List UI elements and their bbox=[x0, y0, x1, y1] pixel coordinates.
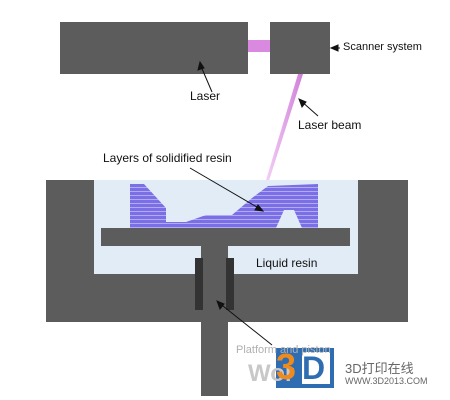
piston-seal-left bbox=[195, 258, 203, 310]
watermark-d: D bbox=[302, 350, 326, 386]
arrow-layers bbox=[254, 204, 265, 212]
platform bbox=[101, 228, 350, 246]
liquid-resin-label: Liquid resin bbox=[256, 256, 318, 270]
piston bbox=[201, 246, 228, 396]
layers-label: Layers of solidified resin bbox=[103, 151, 232, 165]
watermark-wor: Wor bbox=[248, 360, 295, 387]
laser-beam bbox=[263, 74, 303, 190]
scanner-box bbox=[270, 22, 330, 74]
horizontal-beam bbox=[248, 40, 270, 52]
platform-piston-label: Platform and piston bbox=[236, 344, 331, 356]
watermark-url: WWW.3D2013.COM bbox=[345, 376, 428, 386]
watermark-cn: 3D打印在线 bbox=[345, 361, 414, 376]
laser-label: Laser bbox=[190, 89, 221, 103]
arrow-beam bbox=[298, 98, 307, 108]
scanner-system-label: Scanner system bbox=[343, 41, 422, 53]
watermark-logo-3d-inner bbox=[302, 352, 330, 384]
arrow-laser bbox=[197, 60, 205, 71]
leader-platform bbox=[217, 301, 273, 346]
arrow-scanner bbox=[329, 44, 339, 52]
piston-seal-right bbox=[226, 258, 234, 310]
arrow-platform bbox=[216, 300, 225, 310]
watermark-three: 3 bbox=[276, 346, 297, 387]
leader-layers bbox=[189, 167, 263, 211]
vat bbox=[46, 180, 408, 322]
solidified-resin-layers bbox=[130, 184, 318, 228]
laser-beam-label: Laser beam bbox=[298, 118, 362, 132]
laser-box bbox=[60, 22, 248, 74]
